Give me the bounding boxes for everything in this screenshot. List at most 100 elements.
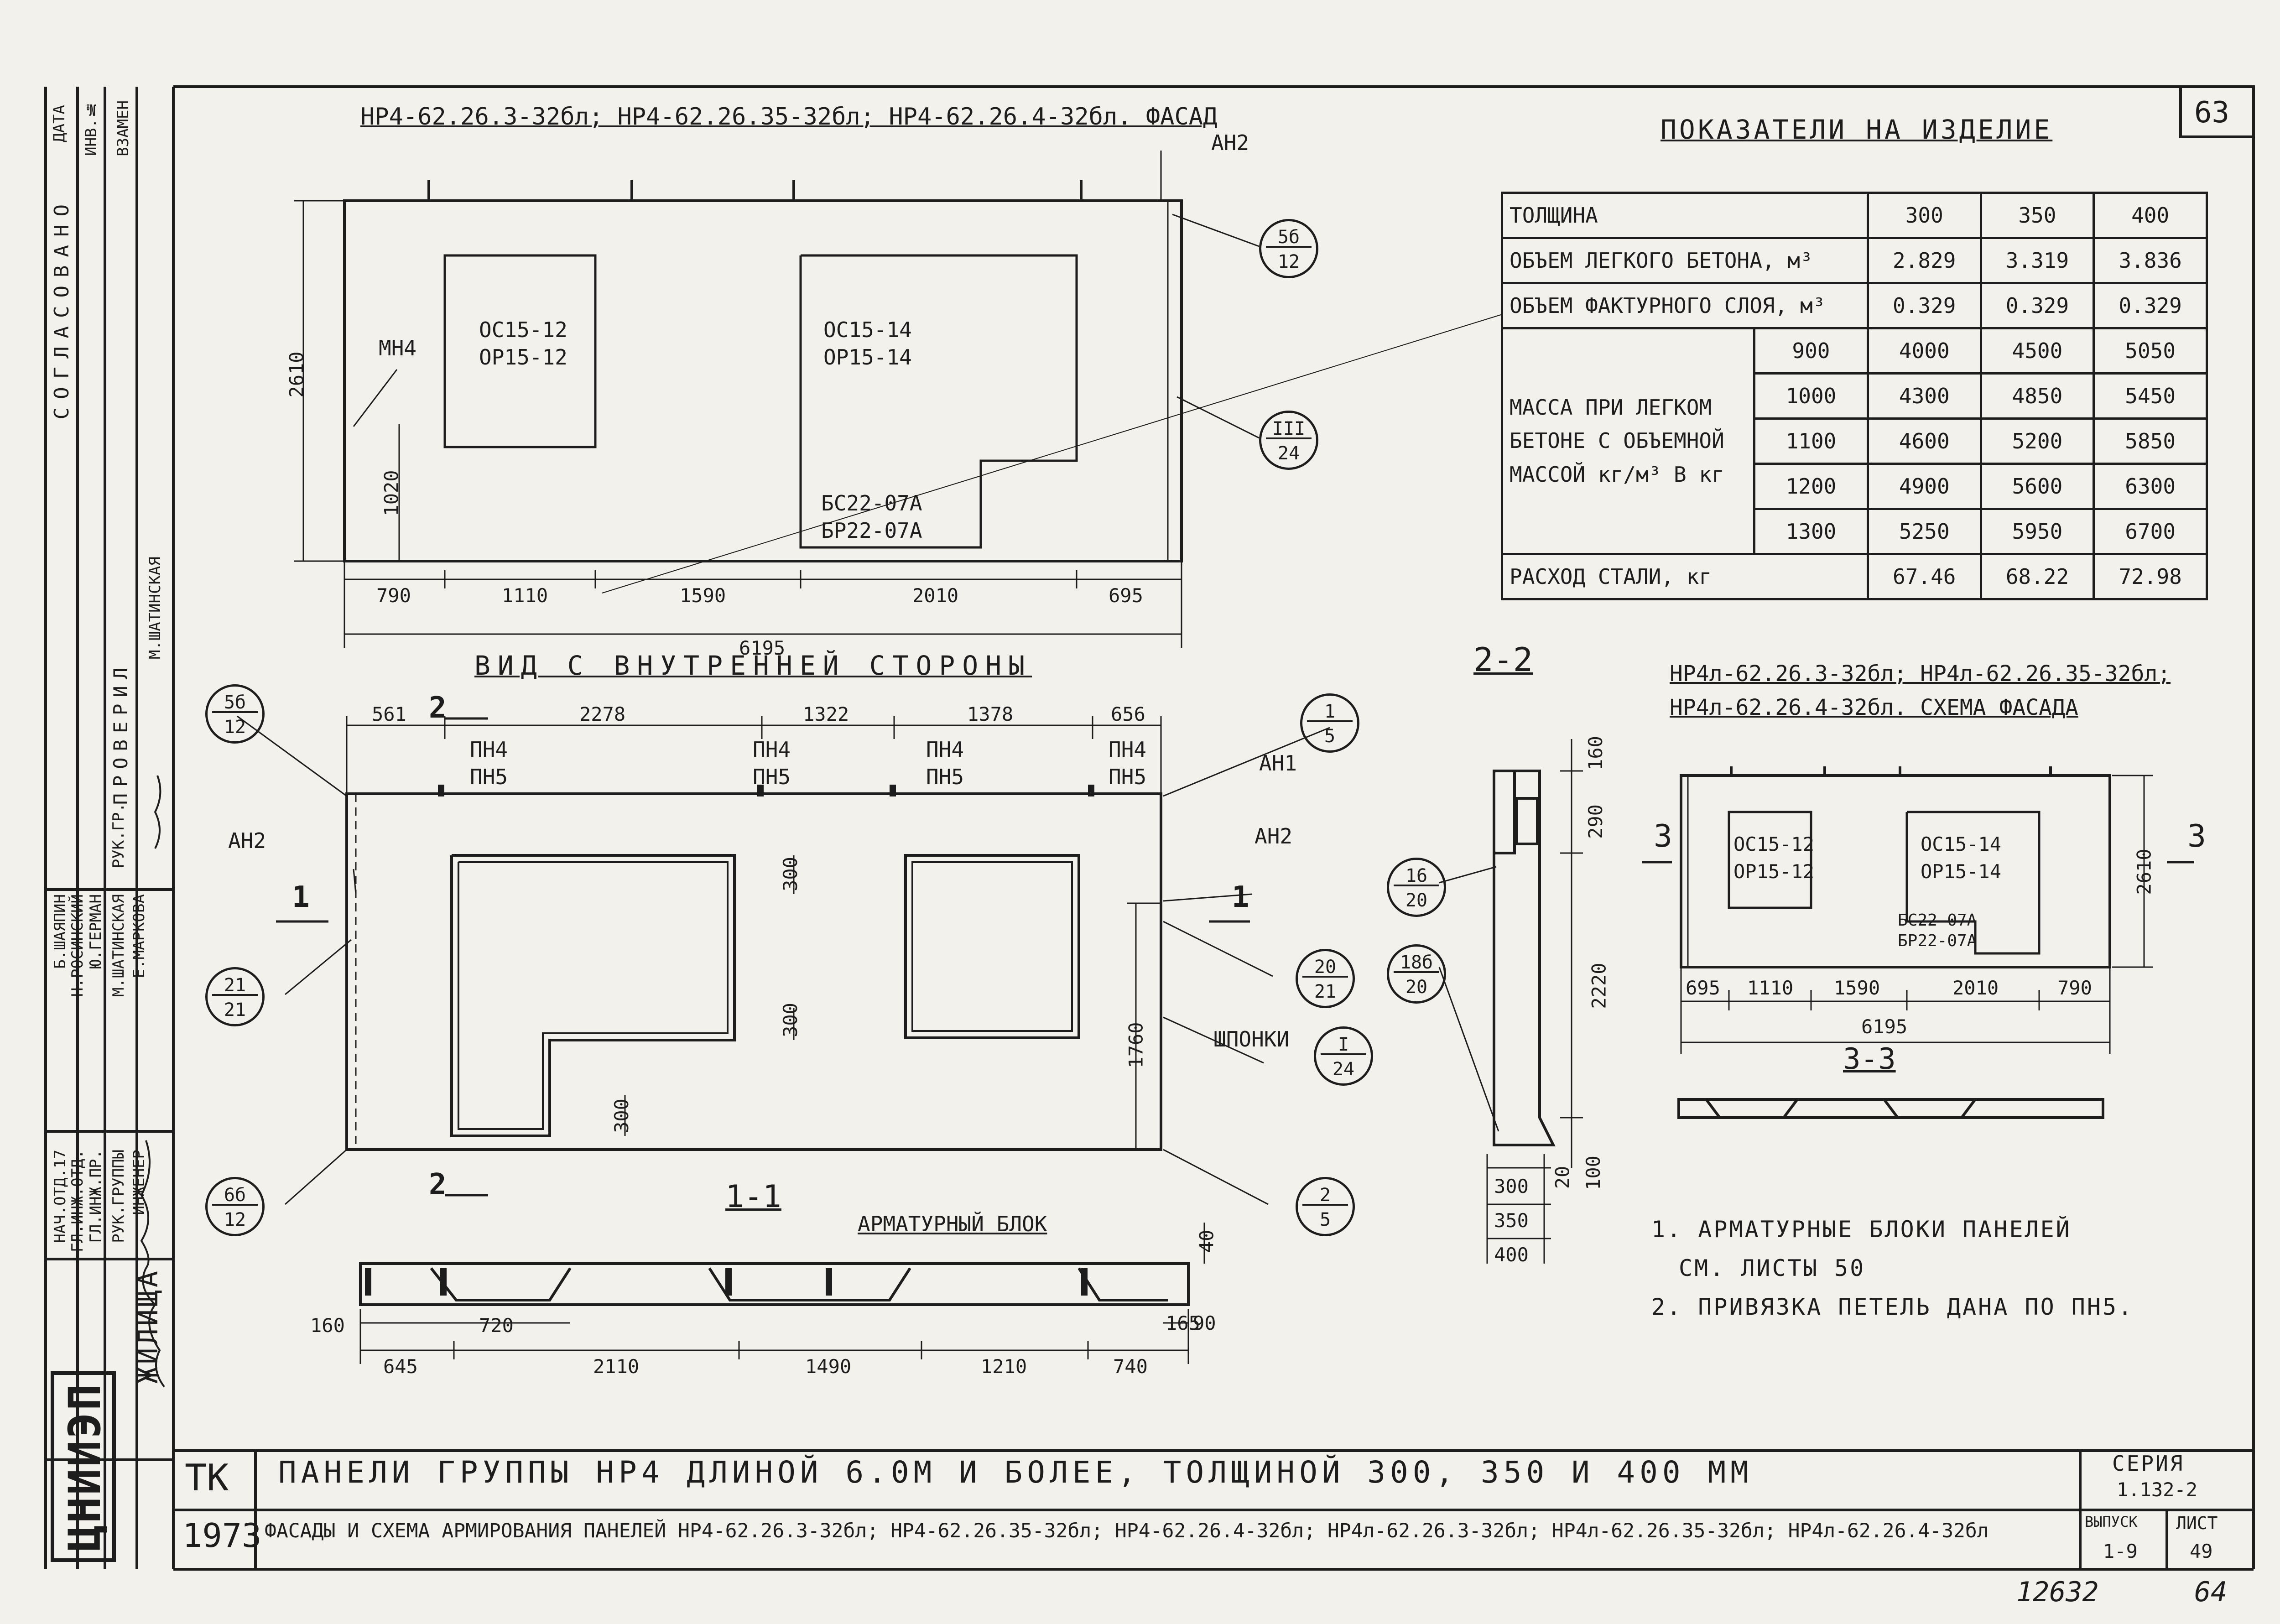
inner-view-title: ВИД С ВНУТРЕННЕЙ СТОРОНЫ bbox=[474, 650, 1032, 681]
an2-label: АН2 bbox=[1211, 130, 1249, 155]
stamp-date: ДАТА bbox=[50, 105, 68, 142]
thickness-value: 300 bbox=[1866, 192, 1982, 239]
stamp-row-name: Е.МАРКОВА bbox=[130, 894, 148, 979]
mass-value: 5950 bbox=[1979, 508, 2095, 555]
density: 1100 bbox=[1753, 417, 1869, 465]
section22-thickness: 350 bbox=[1494, 1209, 1529, 1232]
scheme-door-top: БС22-07А bbox=[1898, 911, 1977, 930]
loop-pn4: ПН4 bbox=[753, 737, 791, 762]
section11-dim: 160 bbox=[310, 1314, 345, 1337]
footer-page: 64 bbox=[2194, 1576, 2228, 1608]
issue-label: ВЫПУСК bbox=[2085, 1513, 2138, 1530]
mass-value: 5200 bbox=[1979, 417, 2095, 465]
rebar-block-label: АРМАТУРНЫЙ БЛОК bbox=[858, 1212, 1047, 1236]
mass-value: 5050 bbox=[2093, 327, 2208, 375]
door-label-bottom: БР22-07А bbox=[821, 518, 922, 543]
scheme-dim: 695 bbox=[1686, 977, 1720, 999]
section-mark-2-top: 2 bbox=[429, 691, 447, 725]
series-value: 1.132-2 bbox=[2117, 1478, 2198, 1501]
section-3-3-title: 3-3 bbox=[1843, 1042, 1896, 1076]
scheme-height: 2610 bbox=[2133, 848, 2155, 895]
facade-height: 2610 bbox=[285, 351, 308, 398]
inner-top-dim: 1378 bbox=[967, 703, 1014, 725]
window1-label-bottom: ОР15-12 bbox=[479, 345, 567, 370]
mass-value: 5850 bbox=[2093, 417, 2208, 465]
keys-label: ШПОНКИ bbox=[1213, 1027, 1290, 1051]
scheme-w1-bottom: ОР15-12 bbox=[1733, 860, 1815, 883]
title-year: 1973 bbox=[182, 1516, 262, 1555]
stamp-replace: ВЗАМЕН bbox=[114, 100, 132, 156]
mass-value: 6300 bbox=[2093, 463, 2208, 510]
door-label-top: БС22-07А bbox=[821, 491, 922, 515]
scheme-total: 6195 bbox=[1861, 1015, 1908, 1038]
stamp-rukgr: РУК.ГР. bbox=[109, 803, 128, 869]
scheme-title-1: НР4л-62.26.3-32бл; НР4л-62.26.35-32бл; Н… bbox=[1670, 661, 2171, 721]
light-concrete-label: ОБЪЕМ ЛЕГКОГО БЕТОНА, м³ bbox=[1501, 237, 1869, 284]
loop-pn5: ПН5 bbox=[1109, 765, 1147, 789]
scheme-section-mark-right: 3 bbox=[2187, 818, 2206, 854]
stamp-row-name: Н.РОСИНСКИЙ bbox=[68, 894, 87, 997]
density: 900 bbox=[1753, 327, 1869, 375]
window2-label-top: ОС15-14 bbox=[823, 318, 912, 342]
section11-dim: 740 bbox=[1113, 1355, 1148, 1378]
an2-label-left: АН2 bbox=[228, 828, 266, 853]
scheme-dim: 1590 bbox=[1834, 977, 1880, 999]
mass-value: 5250 bbox=[1866, 508, 1982, 555]
scheme-dim: 790 bbox=[2057, 977, 2092, 999]
mass-value: 5450 bbox=[2093, 372, 2208, 420]
light-concrete-value: 3.836 bbox=[2093, 237, 2208, 284]
facing-value: 0.329 bbox=[2093, 282, 2208, 329]
issue-value: 1-9 bbox=[2103, 1540, 2138, 1562]
note-1-cont: СМ. ЛИСТЫ 50 bbox=[1679, 1255, 1866, 1281]
stamp-row-role: ГЛ.ИНЖ.ОТД. bbox=[68, 1150, 87, 1253]
density: 1200 bbox=[1753, 463, 1869, 510]
scheme-dim: 1110 bbox=[1747, 977, 1794, 999]
org-suffix: ЖИЛИЩА bbox=[132, 1268, 164, 1384]
facade-dim: 1590 bbox=[680, 584, 726, 607]
stamp-row-role: ИНЖЕНЕР bbox=[130, 1150, 148, 1215]
section-mark-1-left: 1 bbox=[292, 880, 310, 914]
note-2: 2. ПРИВЯЗКА ПЕТЕЛЬ ДАНА ПО ПН5. bbox=[1651, 1294, 2134, 1320]
indicators-title: ПОКАЗАТЕЛИ НА ИЗДЕЛИЕ bbox=[1661, 114, 2053, 145]
an2-label-right: АН2 bbox=[1255, 824, 1293, 848]
title-main: ПАНЕЛИ ГРУППЫ НР4 ДЛИНОЙ 6.0М И БОЛЕЕ, Т… bbox=[278, 1455, 1753, 1490]
series-label: СЕРИЯ bbox=[2112, 1451, 2185, 1476]
scheme-door-bottom: БР22-07А bbox=[1898, 932, 1977, 950]
loop-pn5: ПН5 bbox=[470, 765, 508, 789]
window1-label-top: ОС15-12 bbox=[479, 318, 567, 342]
section22-dim: 290 bbox=[1584, 804, 1607, 839]
window2-label-bottom: ОР15-14 bbox=[823, 345, 912, 370]
inner-dim-300: 300 bbox=[779, 857, 802, 891]
section-mark-2-bottom: 2 bbox=[429, 1168, 447, 1202]
inner-dim-300: 300 bbox=[779, 1003, 802, 1037]
inner-dim-300: 300 bbox=[610, 1098, 633, 1133]
section22-dim: 20 bbox=[1551, 1166, 1574, 1189]
stamp-agreed: СОГЛАСОВАНО bbox=[50, 196, 73, 420]
facade-title: НР4-62.26.3-32бл; НР4-62.26.35-32бл; НР4… bbox=[360, 103, 1218, 130]
inner-top-dim: 1322 bbox=[803, 703, 849, 725]
section11-dim: 90 bbox=[1193, 1312, 1216, 1334]
facade-dim: 790 bbox=[376, 584, 411, 607]
stamp-row-role: ГЛ.ИНЖ.ПР. bbox=[87, 1150, 105, 1243]
section11-dim: 1490 bbox=[805, 1355, 852, 1378]
org-logo: ЦНИИЭП bbox=[59, 1382, 110, 1551]
facing-value: 0.329 bbox=[1979, 282, 2095, 329]
scheme-w1-top: ОС15-12 bbox=[1733, 833, 1815, 855]
mass-value: 4500 bbox=[1979, 327, 2095, 375]
steel-value: 72.98 bbox=[2093, 553, 2208, 600]
stamp-shatinskaya: М.ШАТИНСКАЯ bbox=[146, 557, 164, 660]
title-tk: ТК bbox=[185, 1457, 229, 1499]
section11-dim: 645 bbox=[383, 1355, 418, 1378]
note-1: 1. АРМАТУРНЫЕ БЛОКИ ПАНЕЛЕЙ bbox=[1651, 1216, 2072, 1243]
inner-height: 1760 bbox=[1124, 1022, 1147, 1068]
inner-top-dim: 561 bbox=[372, 703, 406, 725]
steel-value: 67.46 bbox=[1866, 553, 1982, 600]
scheme-w2-top: ОС15-14 bbox=[1921, 833, 2002, 855]
